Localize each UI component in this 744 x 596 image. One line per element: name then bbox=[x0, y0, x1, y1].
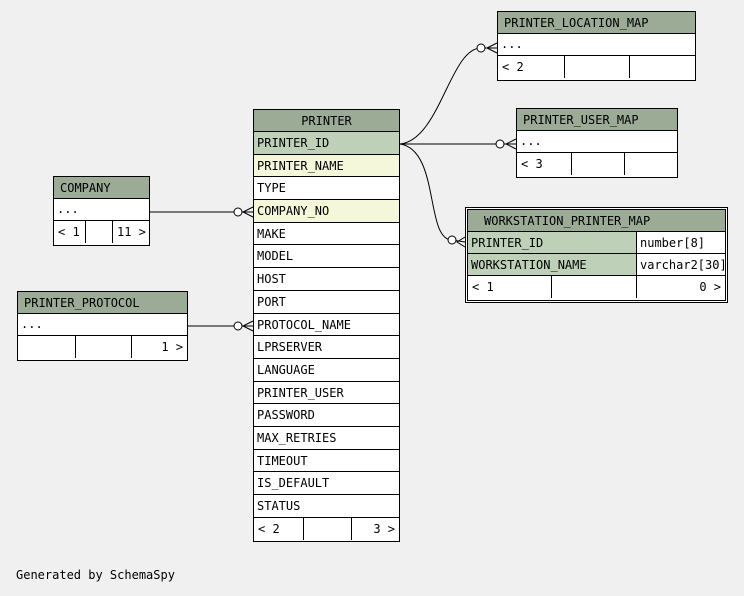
children-count[interactable]: 1 > bbox=[161, 340, 183, 354]
column-model[interactable]: MODEL bbox=[254, 245, 399, 269]
column-printer-id[interactable]: PRINTER_ID number[8] bbox=[468, 232, 725, 254]
column-lprserver[interactable]: LPRSERVER bbox=[254, 336, 399, 359]
table-company[interactable]: COMPANY ... < 1 11 > bbox=[53, 176, 150, 246]
edge-end-circle bbox=[233, 207, 243, 217]
columns-ellipsis: ... bbox=[54, 199, 149, 221]
edge-printer-location-map bbox=[399, 47, 497, 145]
columns-ellipsis: ... bbox=[517, 131, 677, 153]
edge-crowfoot bbox=[241, 206, 254, 218]
table-title[interactable]: PRINTER bbox=[254, 110, 399, 132]
table-footer: < 3 bbox=[517, 153, 677, 175]
column-type: number[8] bbox=[637, 232, 725, 253]
table-printer-user-map[interactable]: PRINTER_USER_MAP ... < 3 bbox=[516, 108, 678, 178]
column-printer-id[interactable]: PRINTER_ID bbox=[254, 132, 399, 155]
column-make[interactable]: MAKE bbox=[254, 222, 399, 246]
table-workstation-printer-map[interactable]: WORKSTATION_PRINTER_MAP PRINTER_ID numbe… bbox=[465, 207, 728, 303]
edge-end-circle bbox=[233, 321, 243, 331]
columns-ellipsis: ... bbox=[18, 314, 187, 336]
column-port[interactable]: PORT bbox=[254, 290, 399, 314]
table-printer[interactable]: PRINTER PRINTER_ID PRINTER_NAME TYPE COM… bbox=[253, 109, 400, 542]
table-footer: < 1 11 > bbox=[54, 221, 149, 243]
column-name: WORKSTATION_NAME bbox=[468, 254, 637, 275]
table-title[interactable]: PRINTER_PROTOCOL bbox=[18, 292, 187, 314]
parents-count bbox=[18, 336, 76, 358]
table-footer: < 1 0 > bbox=[468, 276, 725, 298]
column-type[interactable]: TYPE bbox=[254, 177, 399, 201]
edge-end-circle bbox=[495, 139, 505, 149]
column-printer-name[interactable]: PRINTER_NAME bbox=[254, 154, 399, 178]
footer-spacer bbox=[552, 276, 637, 298]
table-footer: < 2 bbox=[498, 56, 695, 78]
column-protocol-name[interactable]: PROTOCOL_NAME bbox=[254, 313, 399, 337]
table-footer: < 2 3 > bbox=[254, 517, 399, 540]
children-count bbox=[630, 56, 695, 78]
edge-crowfoot bbox=[241, 320, 254, 332]
column-name: PRINTER_ID bbox=[468, 232, 637, 253]
table-title[interactable]: COMPANY bbox=[54, 177, 149, 199]
edge-end-circle bbox=[476, 43, 486, 53]
column-timeout[interactable]: TIMEOUT bbox=[254, 449, 399, 473]
edge-crowfoot bbox=[504, 138, 517, 150]
column-host[interactable]: HOST bbox=[254, 268, 399, 291]
columns-ellipsis: ... bbox=[498, 34, 695, 56]
column-workstation-name[interactable]: WORKSTATION_NAME varchar2[30] bbox=[468, 254, 725, 276]
edge-crowfoot bbox=[456, 236, 466, 248]
column-is-default[interactable]: IS_DEFAULT bbox=[254, 472, 399, 495]
children-count[interactable]: 11 > bbox=[117, 225, 146, 239]
parents-count[interactable]: < 3 bbox=[517, 153, 572, 175]
column-status[interactable]: STATUS bbox=[254, 495, 399, 518]
children-count bbox=[625, 153, 677, 175]
parents-count[interactable]: < 1 bbox=[468, 276, 552, 298]
generated-by-text: Generated by SchemaSpy bbox=[16, 568, 175, 582]
footer-spacer bbox=[86, 221, 113, 243]
table-footer: 1 > bbox=[18, 336, 187, 358]
parents-count[interactable]: < 2 bbox=[254, 517, 304, 540]
edge-crowfoot bbox=[485, 42, 498, 54]
table-printer-location-map[interactable]: PRINTER_LOCATION_MAP ... < 2 bbox=[497, 11, 696, 81]
table-title[interactable]: PRINTER_LOCATION_MAP bbox=[498, 12, 695, 34]
parents-count[interactable]: < 1 bbox=[54, 221, 86, 243]
column-max-retries[interactable]: MAX_RETRIES bbox=[254, 426, 399, 450]
footer-spacer bbox=[565, 56, 630, 78]
children-count[interactable]: 3 > bbox=[373, 521, 395, 536]
column-password[interactable]: PASSWORD bbox=[254, 404, 399, 427]
column-printer-user[interactable]: PRINTER_USER bbox=[254, 381, 399, 405]
footer-spacer bbox=[76, 336, 132, 358]
column-company-no[interactable]: COMPANY_NO bbox=[254, 200, 399, 223]
footer-spacer bbox=[572, 153, 625, 175]
column-type: varchar2[30] bbox=[637, 254, 725, 275]
table-title[interactable]: PRINTER_USER_MAP bbox=[517, 109, 677, 131]
column-language[interactable]: LANGUAGE bbox=[254, 358, 399, 382]
table-printer-protocol[interactable]: PRINTER_PROTOCOL ... 1 > bbox=[17, 291, 188, 361]
parents-count[interactable]: < 2 bbox=[498, 56, 565, 78]
edge-printer-workstation-map bbox=[399, 143, 466, 243]
footer-spacer bbox=[304, 517, 352, 540]
edge-end-circle bbox=[447, 235, 457, 245]
children-count: 0 > bbox=[699, 280, 721, 294]
table-title[interactable]: WORKSTATION_PRINTER_MAP bbox=[468, 210, 725, 232]
